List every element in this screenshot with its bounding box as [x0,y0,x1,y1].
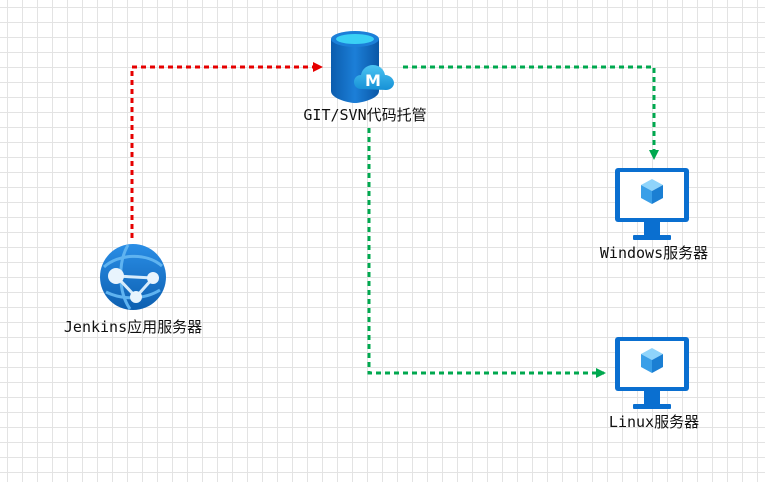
repo-label: GIT/SVN代码托管 [303,106,427,124]
monitor-icon [615,337,689,409]
linux-node[interactable] [613,335,691,411]
jenkins-label: Jenkins应用服务器 [63,318,203,336]
linux-label: Linux服务器 [608,413,700,431]
repo-node[interactable]: M [327,29,403,105]
repo-badge: M [365,71,381,90]
windows-label: Windows服务器 [599,244,709,262]
edge-repo-to-windows[interactable] [403,65,659,160]
windows-node[interactable] [613,166,691,242]
monitor-icon [615,168,689,240]
database-icon: M [331,31,394,103]
jenkins-node[interactable] [98,242,168,312]
edge-jenkins-to-repo[interactable] [130,62,323,238]
edge-repo-to-linux[interactable] [367,128,606,378]
web-app-icon [100,244,166,310]
